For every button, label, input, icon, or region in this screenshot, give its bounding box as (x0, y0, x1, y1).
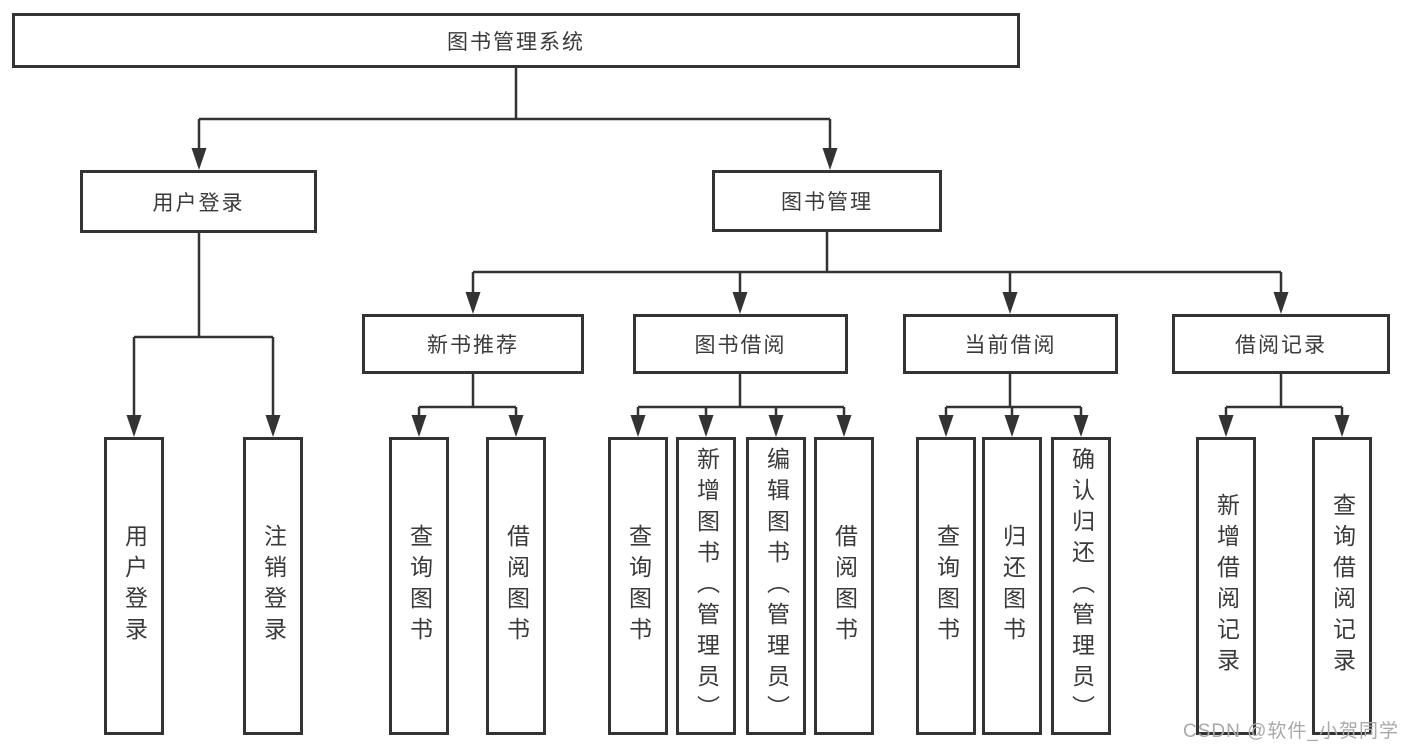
leaf-query-books-current: 查询图书 (916, 437, 976, 735)
leaf-query-borrow-record-label: 查询借阅记录 (1329, 493, 1356, 679)
leaf-borrow-books-recommend-label: 借阅图书 (503, 524, 530, 648)
arrowhead-icon (822, 148, 838, 170)
arrowhead-icon (938, 415, 954, 437)
arrowhead-icon (1002, 292, 1018, 314)
leaf-add-books-admin: 新增图书（管理员） (676, 437, 736, 735)
arrowhead-icon (732, 292, 748, 314)
leaf-add-books-admin-label: 新增图书（管理员） (693, 446, 720, 726)
leaf-edit-books-admin-label: 编辑图书（管理员） (763, 446, 790, 726)
leaf-borrow-books-recommend: 借阅图书 (486, 437, 546, 735)
arrowhead-icon (698, 415, 714, 437)
leaf-logout-label: 注销登录 (260, 524, 287, 648)
leaf-query-books-recommend-label: 查询图书 (406, 524, 433, 648)
leaf-return-books: 归还图书 (982, 437, 1042, 735)
node-current-borrowing: 当前借阅 (903, 314, 1118, 374)
leaf-query-books-borrowing: 查询图书 (608, 437, 668, 735)
leaf-query-books-borrowing-label: 查询图书 (625, 524, 652, 648)
arrowhead-icon (1218, 415, 1234, 437)
leaf-query-borrow-record: 查询借阅记录 (1312, 437, 1372, 735)
arrowhead-icon (126, 415, 142, 437)
arrowhead-icon (508, 415, 524, 437)
arrowhead-icon (1334, 415, 1350, 437)
leaf-confirm-return-admin: 确认归还（管理员） (1051, 437, 1111, 735)
node-book-borrowing: 图书借阅 (633, 314, 848, 374)
leaf-edit-books-admin: 编辑图书（管理员） (746, 437, 806, 735)
tree-connector-path (132, 68, 1344, 419)
leaf-confirm-return-admin-label: 确认归还（管理员） (1068, 446, 1095, 726)
node-user-login: 用户登录 (80, 170, 317, 233)
node-new-book-recommendation: 新书推荐 (362, 314, 584, 374)
node-library-management-system: 图书管理系统 (12, 13, 1020, 68)
arrowhead-icon (1273, 292, 1289, 314)
leaf-add-borrow-record-label: 新增借阅记录 (1213, 493, 1240, 679)
arrowhead-icon (191, 148, 207, 170)
leaf-query-books-recommend: 查询图书 (389, 437, 449, 735)
leaf-user-login: 用户登录 (104, 437, 164, 735)
arrowhead-icon (465, 292, 481, 314)
leaf-query-books-current-label: 查询图书 (933, 524, 960, 648)
arrowhead-icon (265, 415, 281, 437)
arrowhead-icon (768, 415, 784, 437)
leaf-add-borrow-record: 新增借阅记录 (1196, 437, 1256, 735)
arrowhead-icon (836, 415, 852, 437)
arrowhead-icon (411, 415, 427, 437)
leaf-borrow-books: 借阅图书 (814, 437, 874, 735)
leaf-return-books-label: 归还图书 (999, 524, 1026, 648)
arrowhead-icon (1073, 415, 1089, 437)
arrowhead-icon (630, 415, 646, 437)
leaf-borrow-books-label: 借阅图书 (831, 524, 858, 648)
node-borrowing-records: 借阅记录 (1172, 314, 1390, 374)
node-book-management: 图书管理 (712, 170, 942, 232)
leaf-user-login-label: 用户登录 (121, 524, 148, 648)
leaf-logout: 注销登录 (243, 437, 303, 735)
csdn-watermark: CSDN @软件_小贺同学 (1183, 721, 1399, 742)
arrowhead-icon (1004, 415, 1020, 437)
